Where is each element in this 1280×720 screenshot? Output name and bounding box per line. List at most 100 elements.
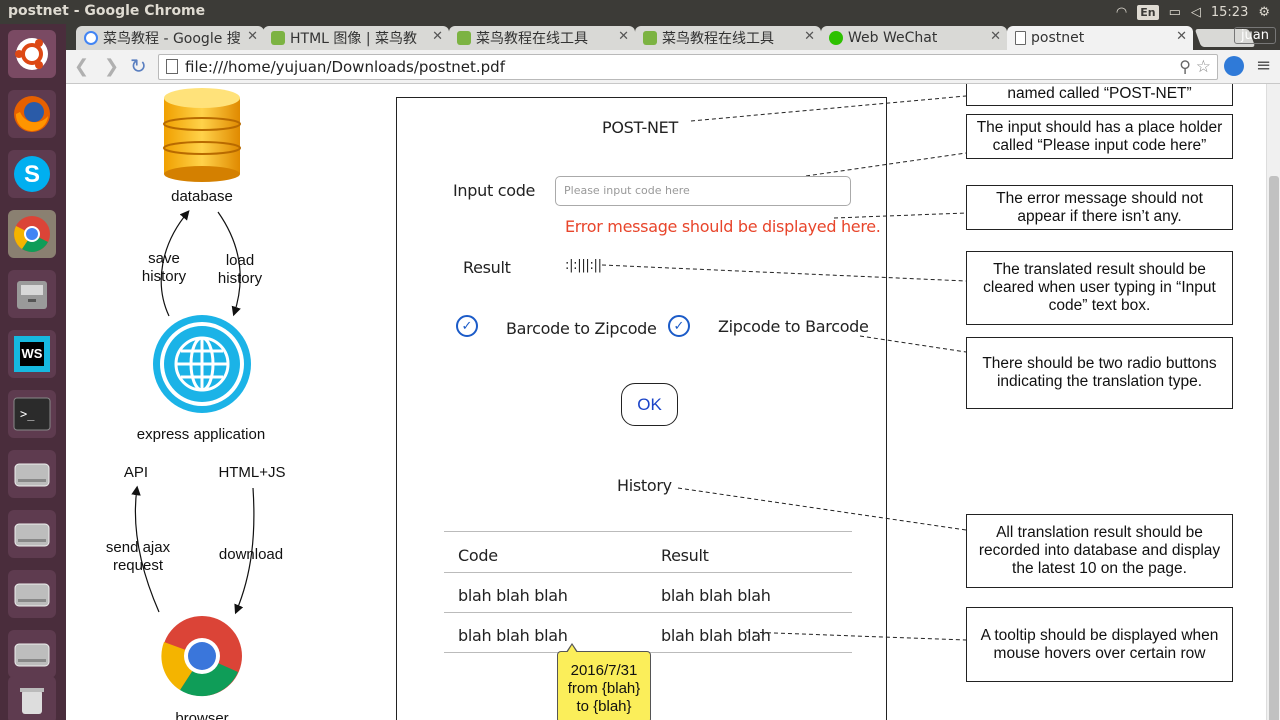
back-arrow-icon[interactable]: ❮	[74, 56, 90, 77]
url-text: file:///home/yujuan/Downloads/postnet.pd…	[185, 58, 505, 76]
save-history-label: save history	[141, 250, 187, 285]
close-tab-icon[interactable]: ✕	[618, 29, 629, 44]
os-top-bar: postnet - Google Chrome ◠ En ▭ ◁ 15:23 ⚙	[0, 0, 1280, 24]
tab-html-images[interactable]: HTML 图像 | 菜鸟教 ✕	[263, 26, 449, 50]
chrome-launcher-icon[interactable]	[8, 210, 56, 258]
html-js-label: HTML+JS	[218, 464, 286, 481]
drive-icon[interactable]	[8, 630, 56, 678]
tab-postnet[interactable]: postnet ✕	[1007, 26, 1193, 50]
note-title: named called “POST-NET”	[966, 84, 1233, 106]
terminal-icon[interactable]: >_	[8, 390, 56, 438]
radio-zipcode-to-barcode-label: Zipcode to Barcode	[718, 317, 869, 336]
note-radio: There should be two radio buttons indica…	[966, 337, 1233, 409]
code-input[interactable]: Please input code here	[555, 176, 851, 206]
send-ajax-label: send ajax request	[105, 539, 171, 574]
browser-tab-bar: 菜鸟教程 - Google 搜 ✕ HTML 图像 | 菜鸟教 ✕ 菜鸟教程在线…	[66, 24, 1280, 50]
zoom-icon[interactable]: ⚲	[1179, 57, 1191, 76]
settings-gear-icon[interactable]: ⚙	[1258, 4, 1270, 20]
mockup-title: POST-NET	[602, 118, 678, 137]
volume-icon[interactable]: ◁	[1190, 4, 1201, 20]
svg-text:WS: WS	[22, 346, 43, 361]
wifi-icon[interactable]: ◠	[1115, 4, 1128, 20]
browser-label: browser	[175, 710, 229, 720]
drive-icon[interactable]	[8, 510, 56, 558]
firefox-icon[interactable]	[8, 90, 56, 138]
tooltip-text: 2016/7/31 from {blah} to {blah}	[567, 662, 641, 715]
result-value: :|:|||:||	[565, 258, 602, 273]
express-label: express application	[136, 426, 266, 443]
drive-icon[interactable]	[8, 570, 56, 618]
chrome-browser-icon	[161, 616, 242, 697]
radio-zipcode-to-barcode[interactable]: ✓	[668, 315, 690, 337]
table-row-1-code[interactable]: blah blah blah	[458, 586, 568, 605]
close-tab-icon[interactable]: ✕	[247, 29, 258, 44]
forward-arrow-icon[interactable]: ❯	[104, 56, 120, 77]
tab-google-search[interactable]: 菜鸟教程 - Google 搜 ✕	[76, 26, 264, 50]
runoob-favicon-icon	[271, 31, 285, 45]
battery-icon[interactable]: ▭	[1168, 4, 1181, 20]
window-title: postnet - Google Chrome	[8, 3, 206, 19]
wechat-favicon-icon	[829, 31, 843, 45]
pdf-page: database save history load history expre…	[66, 84, 1266, 720]
tab-runoob-tools-2[interactable]: 菜鸟教程在线工具 ✕	[635, 26, 821, 50]
trash-icon[interactable]	[8, 676, 56, 720]
keyboard-language[interactable]: En	[1137, 4, 1159, 20]
database-label: database	[171, 188, 233, 205]
browser-toolbar: ❮ ❯ ↻ file:///home/yujuan/Downloads/post…	[66, 50, 1280, 84]
ok-button[interactable]: OK	[621, 383, 678, 426]
close-tab-icon[interactable]: ✕	[1176, 29, 1187, 44]
table-line	[444, 612, 852, 613]
drive-icon[interactable]	[8, 450, 56, 498]
mockup-frame	[396, 97, 887, 720]
tab-web-wechat[interactable]: Web WeChat ✕	[821, 26, 1007, 50]
table-row-2-result[interactable]: blah blah blah	[661, 626, 771, 645]
radio-barcode-to-zipcode[interactable]: ✓	[456, 315, 478, 337]
bookmark-star-icon[interactable]: ☆	[1195, 57, 1211, 77]
note-history: All translation result should be recorde…	[966, 514, 1233, 588]
load-history-label: load history	[217, 252, 263, 287]
download-arrow	[234, 487, 255, 615]
tab-runoob-tools-1[interactable]: 菜鸟教程在线工具 ✕	[449, 26, 635, 50]
svg-text:>_: >_	[20, 407, 35, 421]
unity-launcher: S WS >_	[0, 24, 66, 720]
close-tab-icon[interactable]: ✕	[804, 29, 815, 44]
close-tab-icon[interactable]: ✕	[990, 29, 1001, 44]
database-icon	[163, 88, 241, 182]
svg-text:S: S	[24, 161, 40, 188]
table-header-code: Code	[458, 546, 498, 565]
profile-user[interactable]: juan	[1233, 27, 1276, 44]
address-bar[interactable]: file:///home/yujuan/Downloads/postnet.pd…	[158, 54, 1218, 80]
globe-icon	[153, 315, 251, 413]
history-title: History	[617, 476, 672, 495]
runoob-favicon-icon	[643, 31, 657, 45]
menu-icon[interactable]: ≡	[1256, 55, 1272, 76]
system-tray: ◠ En ▭ ◁ 15:23 ⚙	[1116, 0, 1280, 24]
table-line	[444, 572, 852, 573]
page-icon	[166, 59, 178, 74]
row-tooltip: 2016/7/31 from {blah} to {blah}	[557, 643, 651, 720]
file-manager-icon[interactable]	[8, 270, 56, 318]
reload-icon[interactable]: ↻	[130, 54, 147, 78]
note-result: The translated result should be cleared …	[966, 251, 1233, 325]
skype-icon[interactable]: S	[8, 150, 56, 198]
extension-globe-icon[interactable]	[1224, 56, 1244, 76]
note-tooltip: A tooltip should be displayed when mouse…	[966, 607, 1233, 682]
radio-barcode-to-zipcode-label: Barcode to Zipcode	[506, 319, 657, 338]
scrollbar-thumb[interactable]	[1269, 176, 1279, 720]
ubuntu-dash-icon[interactable]	[8, 30, 56, 78]
send-ajax-arrow	[131, 485, 160, 613]
webstorm-icon[interactable]: WS	[8, 330, 56, 378]
api-label: API	[123, 464, 149, 481]
input-code-label: Input code	[453, 181, 536, 200]
table-row-2-code[interactable]: blah blah blah	[458, 626, 568, 645]
page-scrollbar[interactable]	[1266, 84, 1280, 720]
clock[interactable]: 15:23	[1210, 4, 1249, 20]
result-label: Result	[463, 258, 511, 277]
table-row-1-result[interactable]: blah blah blah	[661, 586, 771, 605]
note-placeholder: The input should has a place holder call…	[966, 114, 1233, 159]
note-error: The error message should not appear if t…	[966, 185, 1233, 230]
load-history-arrow	[217, 211, 241, 317]
table-header-result: Result	[661, 546, 709, 565]
close-tab-icon[interactable]: ✕	[432, 29, 443, 44]
runoob-favicon-icon	[457, 31, 471, 45]
